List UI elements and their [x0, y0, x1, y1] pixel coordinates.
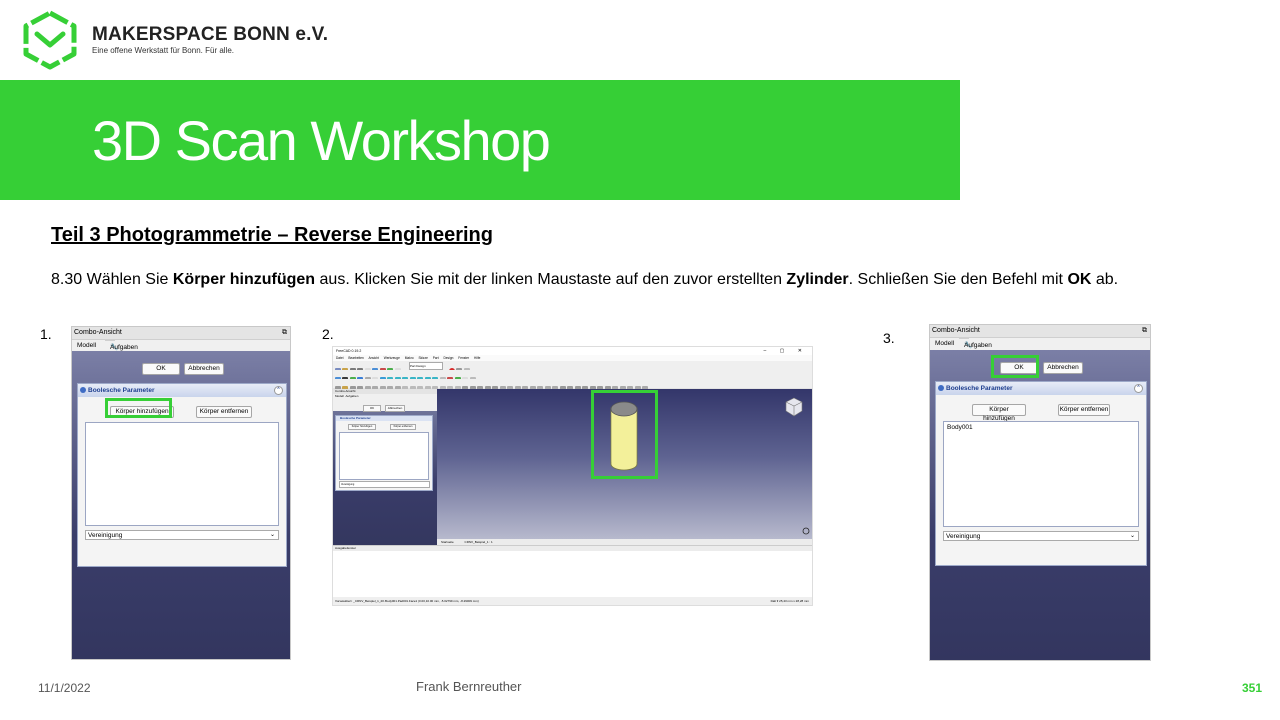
footer-date: 11/1/2022 [38, 681, 91, 695]
highlight-ok [991, 355, 1039, 378]
toolbar-3[interactable] [333, 379, 812, 392]
status-bar: Vorselektiert: _CRNV_Beispiel_1_2K.Body0… [333, 597, 812, 605]
tab-modell[interactable]: Modell [77, 342, 97, 349]
cylinder-icon[interactable] [610, 400, 638, 472]
float-icon[interactable]: ⧉ [1142, 327, 1147, 334]
chevron-down-icon: ⌄ [269, 532, 275, 538]
float-icon[interactable]: ⧉ [282, 329, 287, 336]
body-list[interactable] [85, 422, 279, 526]
collapse-icon[interactable]: ⌃ [274, 386, 283, 395]
page-title: 3D Scan Workshop [92, 109, 551, 172]
step-number-1: 1. [40, 326, 52, 342]
wrench-icon: 🔧 [964, 342, 973, 349]
tab-aufgaben[interactable]: 🔧 Aufgaben [105, 340, 138, 351]
makerspace-logo-icon [23, 10, 77, 70]
mini-ok-button[interactable]: OK [363, 405, 381, 412]
workbench-select[interactable]: Part Design [408, 362, 443, 370]
collapse-icon[interactable]: ⌃ [1134, 384, 1143, 393]
instruction-text: 8.30 Wählen Sie Körper hinzufügen aus. K… [51, 271, 1119, 288]
chevron-down-icon: ⌄ [1129, 533, 1135, 539]
wrench-icon: 🔧 [110, 344, 119, 351]
tab-document[interactable]: CRNV_Beispiel_1 : 1 [464, 540, 493, 544]
footer-author: Frank Bernreuther [416, 679, 522, 694]
mini-params-panel: Boolesche Parameter Körper hinzufügen Kö… [335, 415, 433, 491]
cancel-button[interactable]: Abbrechen [184, 363, 224, 375]
freecad-window: FreeCAD 0.19.2 – ▢ ✕ Datei Bearbeiten Ans… [332, 346, 813, 606]
section-title: Teil 3 Photogrammetrie – Reverse Enginee… [51, 224, 493, 246]
org-name: MAKERSPACE BONN e.V. [92, 24, 329, 45]
add-body-button[interactable]: Körper hinzufügen [972, 404, 1026, 422]
report-view: Ausgabefenster [333, 545, 812, 600]
body-list[interactable]: Body001 [943, 421, 1139, 527]
list-item-body001[interactable]: Body001 [947, 424, 973, 431]
combo-title: Combo-Ansicht [932, 327, 980, 334]
ok-button[interactable]: OK [142, 363, 180, 375]
navigation-cube-icon[interactable] [783, 396, 805, 418]
tab-modell[interactable]: Modell [935, 340, 955, 347]
window-controls[interactable]: – ▢ ✕ [763, 348, 808, 354]
operation-select[interactable]: Vereinigung⌄ [85, 530, 279, 540]
highlight-cylinder [591, 390, 658, 479]
page-number: 351 [1242, 681, 1263, 695]
org-tagline: Eine offene Werkstatt für Bonn. Für alle… [92, 46, 234, 55]
combo-view-step1: Combo-Ansicht ⧉ Modell 🔧 Aufgaben OK Abbr… [71, 326, 291, 660]
boolean-icon [938, 385, 944, 391]
combo-title: Combo-Ansicht [74, 329, 122, 336]
tab-start[interactable]: Startseite [441, 540, 454, 544]
combo-view-mini: Combo-Ansicht Modell Aufgaben OK Abbrech… [333, 389, 438, 545]
rotation-cursor-icon [802, 527, 810, 535]
mini-cancel-button[interactable]: Abbrechen [385, 405, 405, 412]
step-number-2: 2. [322, 326, 334, 342]
operation-select[interactable]: Vereinigung⌄ [943, 531, 1139, 541]
boolean-parameters-panel: Boolesche Parameter⌃ Körper hinzufügen K… [77, 383, 287, 567]
boolean-parameters-panel: Boolesche Parameter⌃ Körper hinzufügen K… [935, 381, 1147, 566]
highlight-add-body [105, 398, 172, 418]
menu-bar[interactable]: Datei Bearbeiten Ansicht Werkzeuge Makro… [333, 355, 812, 361]
remove-body-button[interactable]: Körper entfernen [1058, 404, 1110, 416]
view-tabs[interactable]: Startseite CRNV_Beispiel_1 : 1 [437, 539, 812, 545]
cancel-button[interactable]: Abbrechen [1043, 362, 1083, 374]
remove-body-button[interactable]: Körper entfernen [196, 406, 252, 418]
combo-view-step3: Combo-Ansicht⧉ Modell 🔧 Aufgaben OK Abbr… [929, 324, 1151, 661]
boolean-icon [80, 387, 86, 393]
tab-aufgaben[interactable]: 🔧 Aufgaben [959, 338, 992, 349]
step-number-3: 3. [883, 330, 895, 346]
title-banner [0, 80, 960, 200]
window-title: FreeCAD 0.19.2 [336, 349, 362, 353]
